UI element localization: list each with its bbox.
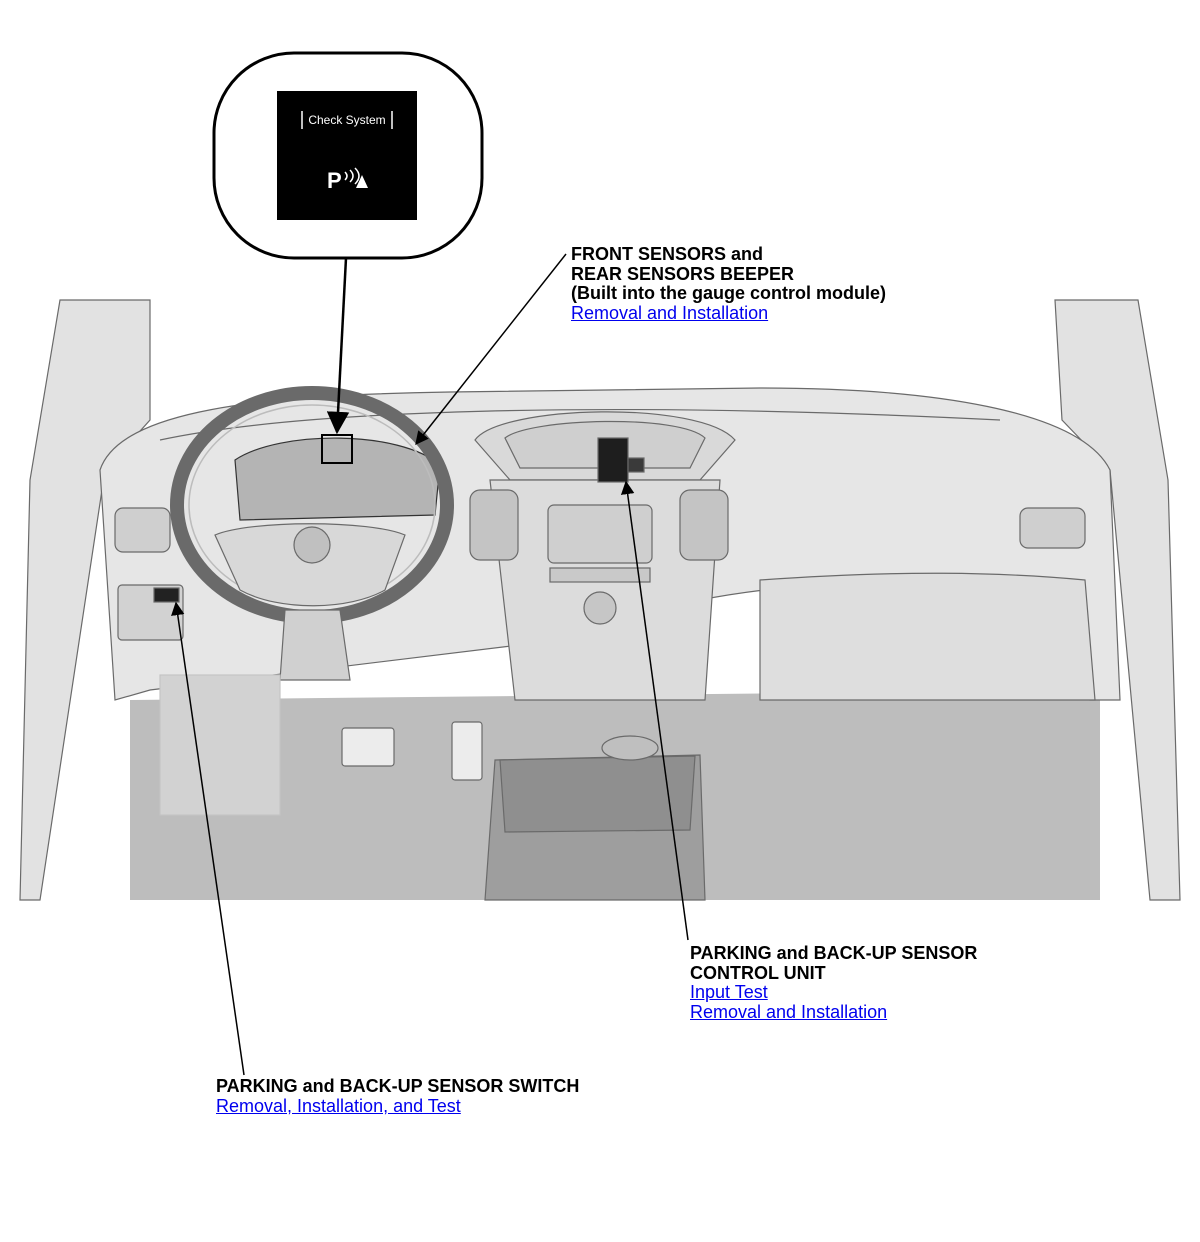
center-knob xyxy=(583,591,617,625)
sensor-switch-leader xyxy=(171,601,245,1076)
control-unit-connector xyxy=(627,457,645,473)
control-unit-title-line-2: CONTROL UNIT xyxy=(690,962,826,983)
control-unit-removal-link[interactable]: Removal and Installation xyxy=(690,1001,888,1022)
center-right-vent xyxy=(679,489,729,561)
accelerator-pedal xyxy=(451,721,483,781)
center-left-vent xyxy=(469,489,519,561)
front-sensors-title-line-3: (Built into the gauge control module) xyxy=(571,283,886,303)
parking-sensor-switch xyxy=(153,587,180,603)
cup-holder xyxy=(601,735,659,761)
parking-sensor-control-unit xyxy=(597,437,629,483)
sensor-switch-title: PARKING and BACK-UP SENSOR SWITCH xyxy=(216,1076,580,1096)
front-sensors-title-line-1: FRONT SENSORS and xyxy=(571,244,764,264)
control-unit-callout: PARKING and BACK-UP SENSOR CONTROL UNIT … xyxy=(690,943,978,1022)
warning-triangle-icon xyxy=(356,175,368,188)
front-sensors-leader xyxy=(415,253,567,446)
check-system-message: Check System xyxy=(308,113,385,127)
sensor-switch-link[interactable]: Removal, Installation, and Test xyxy=(216,1095,461,1116)
display-inset: Check System P xyxy=(212,51,484,435)
steering-logo xyxy=(293,526,331,564)
stack-buttons xyxy=(549,567,651,583)
sensor-switch-callout: PARKING and BACK-UP SENSOR SWITCH Remova… xyxy=(216,1076,580,1116)
dashboard-crest xyxy=(159,409,1001,441)
brake-pedal xyxy=(341,727,395,767)
vehicle-interior xyxy=(19,299,1181,901)
left-outer-vent xyxy=(114,507,171,553)
control-unit-title-line-1: PARKING and BACK-UP SENSOR xyxy=(690,943,978,963)
front-sensors-callout: FRONT SENSORS and REAR SENSORS BEEPER (B… xyxy=(571,244,886,323)
right-outer-vent xyxy=(1019,507,1086,549)
steering-hub xyxy=(214,523,406,607)
control-unit-input-test-link[interactable]: Input Test xyxy=(690,982,768,1002)
infotainment-screen xyxy=(547,504,653,564)
cluster-highlight xyxy=(321,434,353,464)
gauge-cluster xyxy=(234,437,441,521)
control-unit-leader xyxy=(620,480,689,941)
console-lid xyxy=(499,755,696,833)
glove-box xyxy=(759,572,1096,701)
right-a-pillar xyxy=(1054,299,1181,901)
steering-column xyxy=(279,609,351,681)
parking-symbol: P xyxy=(327,168,342,193)
front-sensors-removal-link[interactable]: Removal and Installation xyxy=(571,302,769,323)
driver-floor-mat xyxy=(159,674,281,816)
inset-leader-line xyxy=(326,257,350,435)
display-screen xyxy=(277,91,417,220)
sensor-waves-icon xyxy=(344,167,360,185)
front-sensors-title-line-2: REAR SENSORS BEEPER xyxy=(571,263,795,284)
